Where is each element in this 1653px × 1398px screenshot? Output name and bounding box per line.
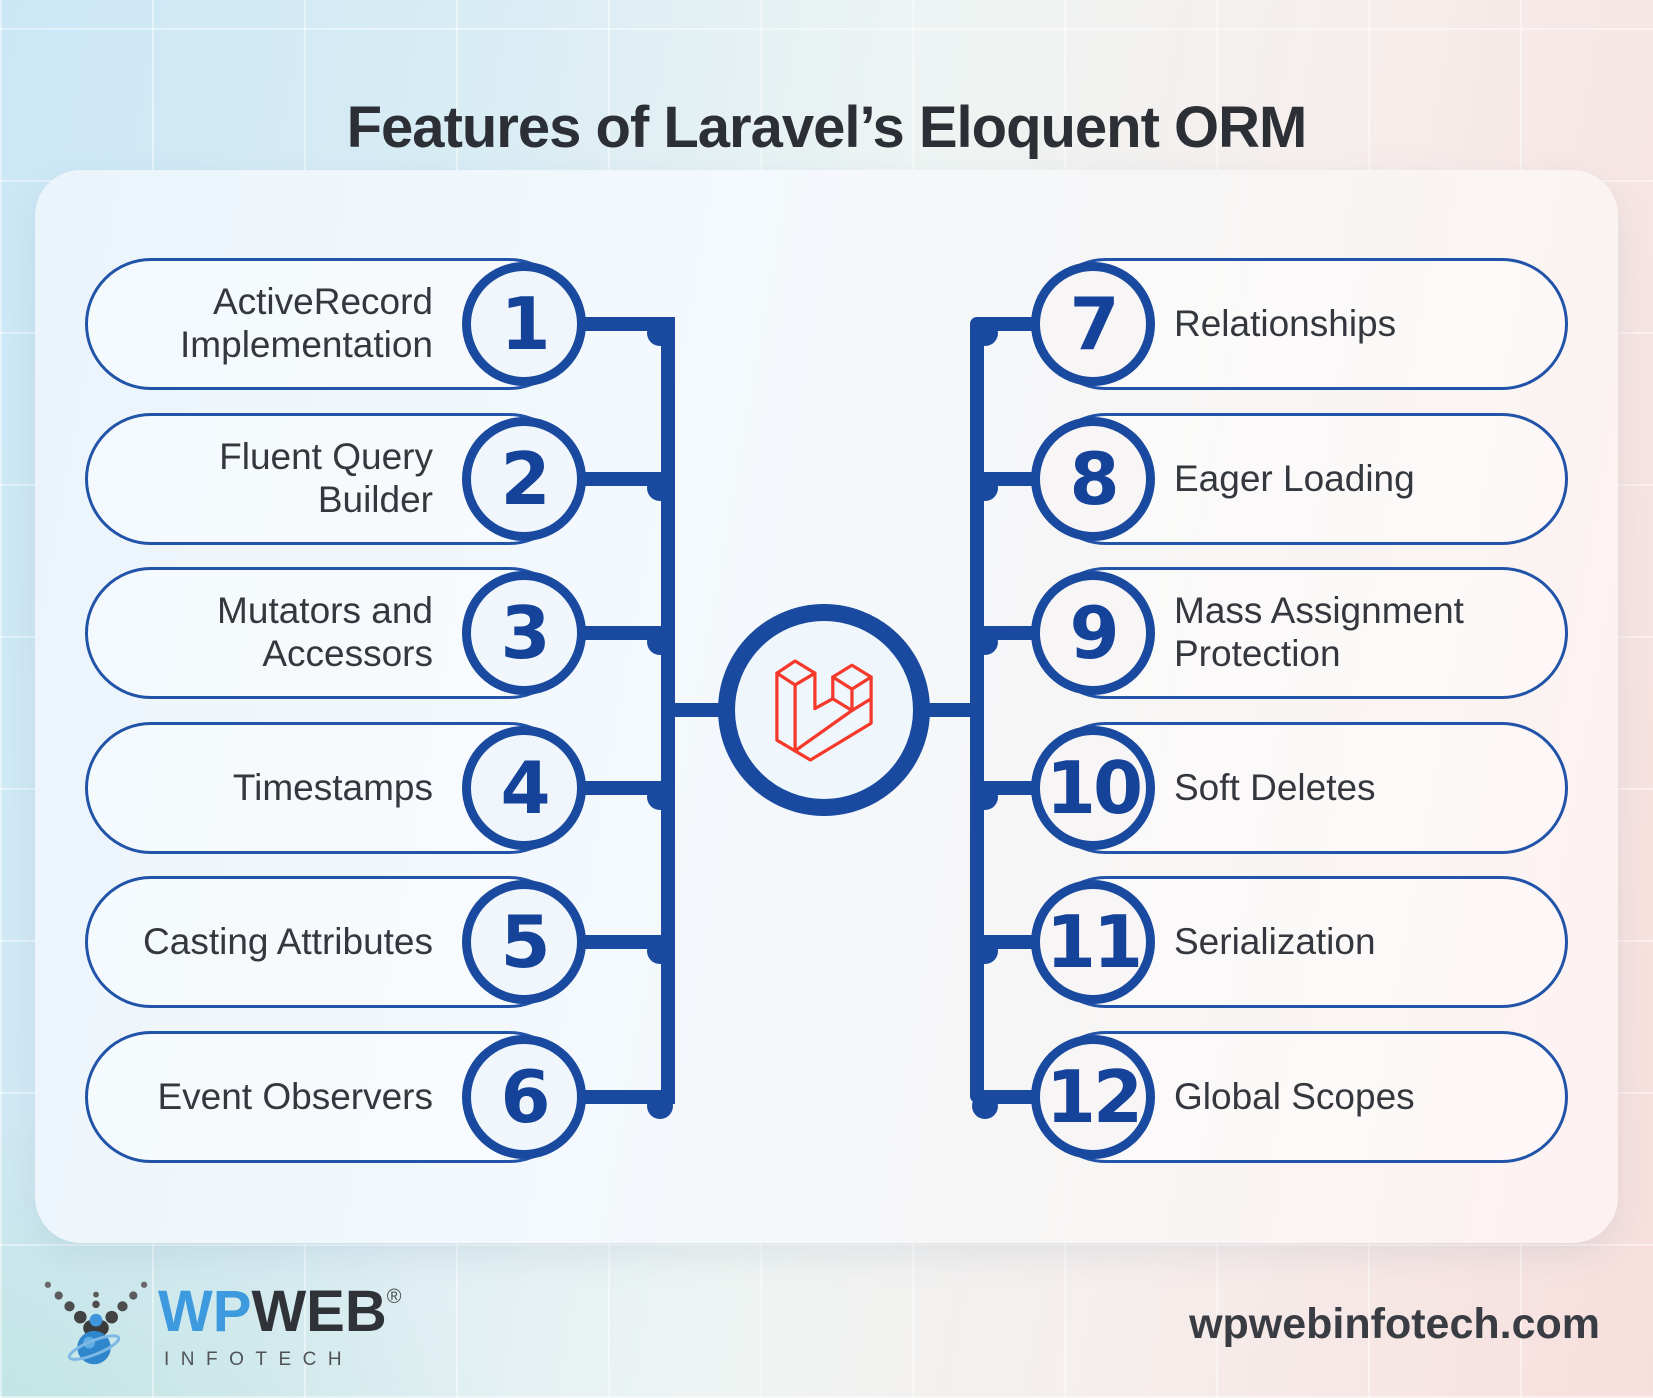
- laravel-logo-icon: [775, 658, 873, 762]
- feature-label: Serialization: [1174, 920, 1376, 962]
- feature-label: Eager Loading: [1174, 457, 1415, 499]
- number-badge: 6: [462, 1035, 586, 1159]
- feature-label: Fluent Query Builder: [219, 436, 433, 520]
- brand-wordmark: WPWEB® INFOTECH: [158, 1278, 402, 1371]
- feature-label: Mass Assignment Protection: [1174, 590, 1464, 674]
- connector-dot: [972, 629, 998, 655]
- feature-label: Event Observers: [157, 1075, 433, 1117]
- feature-row: Mass Assignment Protection 9: [972, 567, 1568, 699]
- connector-dot: [647, 320, 673, 346]
- connector-dot: [972, 784, 998, 810]
- connector-dot: [972, 320, 998, 346]
- connector-dot: [647, 784, 673, 810]
- wpweb-globe-v-icon: [44, 1281, 148, 1365]
- feature-row: Mutators and Accessors 3: [85, 567, 675, 699]
- brand-tagline: INFOTECH: [164, 1349, 354, 1370]
- feature-row: Event Observers 6: [85, 1031, 675, 1163]
- feature-row: Timestamps 4: [85, 722, 675, 854]
- registered-mark: ®: [386, 1286, 402, 1308]
- brand-wp-text: WP: [158, 1279, 252, 1344]
- number-badge: 12: [1031, 1035, 1155, 1159]
- center-hub: [718, 604, 930, 816]
- feature-row: Serialization 11: [972, 876, 1568, 1008]
- website-url: wpwebinfotech.com: [1189, 1300, 1600, 1348]
- connector-dot: [647, 1093, 673, 1119]
- number-badge: 4: [462, 726, 586, 850]
- feature-row: Relationships 7: [972, 258, 1568, 390]
- feature-row: ActiveRecord Implementation 1: [85, 258, 675, 390]
- feature-label: Casting Attributes: [143, 920, 433, 962]
- page-title: Features of Laravel’s Eloquent ORM: [346, 94, 1308, 160]
- feature-row: Global Scopes 12: [972, 1031, 1568, 1163]
- connector-hub-left: [666, 703, 728, 717]
- connector-dot: [647, 475, 673, 501]
- number-badge: 1: [462, 262, 586, 386]
- brand-web-text: WEB: [251, 1279, 387, 1344]
- feature-label: Global Scopes: [1174, 1075, 1415, 1117]
- feature-label: Mutators and Accessors: [217, 590, 433, 674]
- number-badge: 9: [1031, 571, 1155, 695]
- number-badge: 7: [1031, 262, 1155, 386]
- number-badge: 3: [462, 571, 586, 695]
- feature-row: Eager Loading 8: [972, 413, 1568, 545]
- connector-dot: [647, 938, 673, 964]
- number-badge: 8: [1031, 417, 1155, 541]
- feature-row: Soft Deletes 10: [972, 722, 1568, 854]
- connector-dot: [647, 629, 673, 655]
- brand-logo: WPWEB® INFOTECH: [42, 1278, 402, 1371]
- feature-row: Fluent Query Builder 2: [85, 413, 675, 545]
- feature-label: Relationships: [1174, 302, 1397, 344]
- connector-dot: [972, 1093, 998, 1119]
- number-badge: 10: [1031, 726, 1155, 850]
- connector-dot: [972, 475, 998, 501]
- feature-row: Casting Attributes 5: [85, 876, 675, 1008]
- feature-label: ActiveRecord Implementation: [180, 281, 433, 365]
- feature-label: Timestamps: [232, 766, 433, 808]
- number-badge: 5: [462, 880, 586, 1004]
- feature-label: Soft Deletes: [1174, 766, 1376, 808]
- connector-dot: [972, 938, 998, 964]
- number-badge: 2: [462, 417, 586, 541]
- number-badge: 11: [1031, 880, 1155, 1004]
- connector-hub-right: [918, 703, 984, 717]
